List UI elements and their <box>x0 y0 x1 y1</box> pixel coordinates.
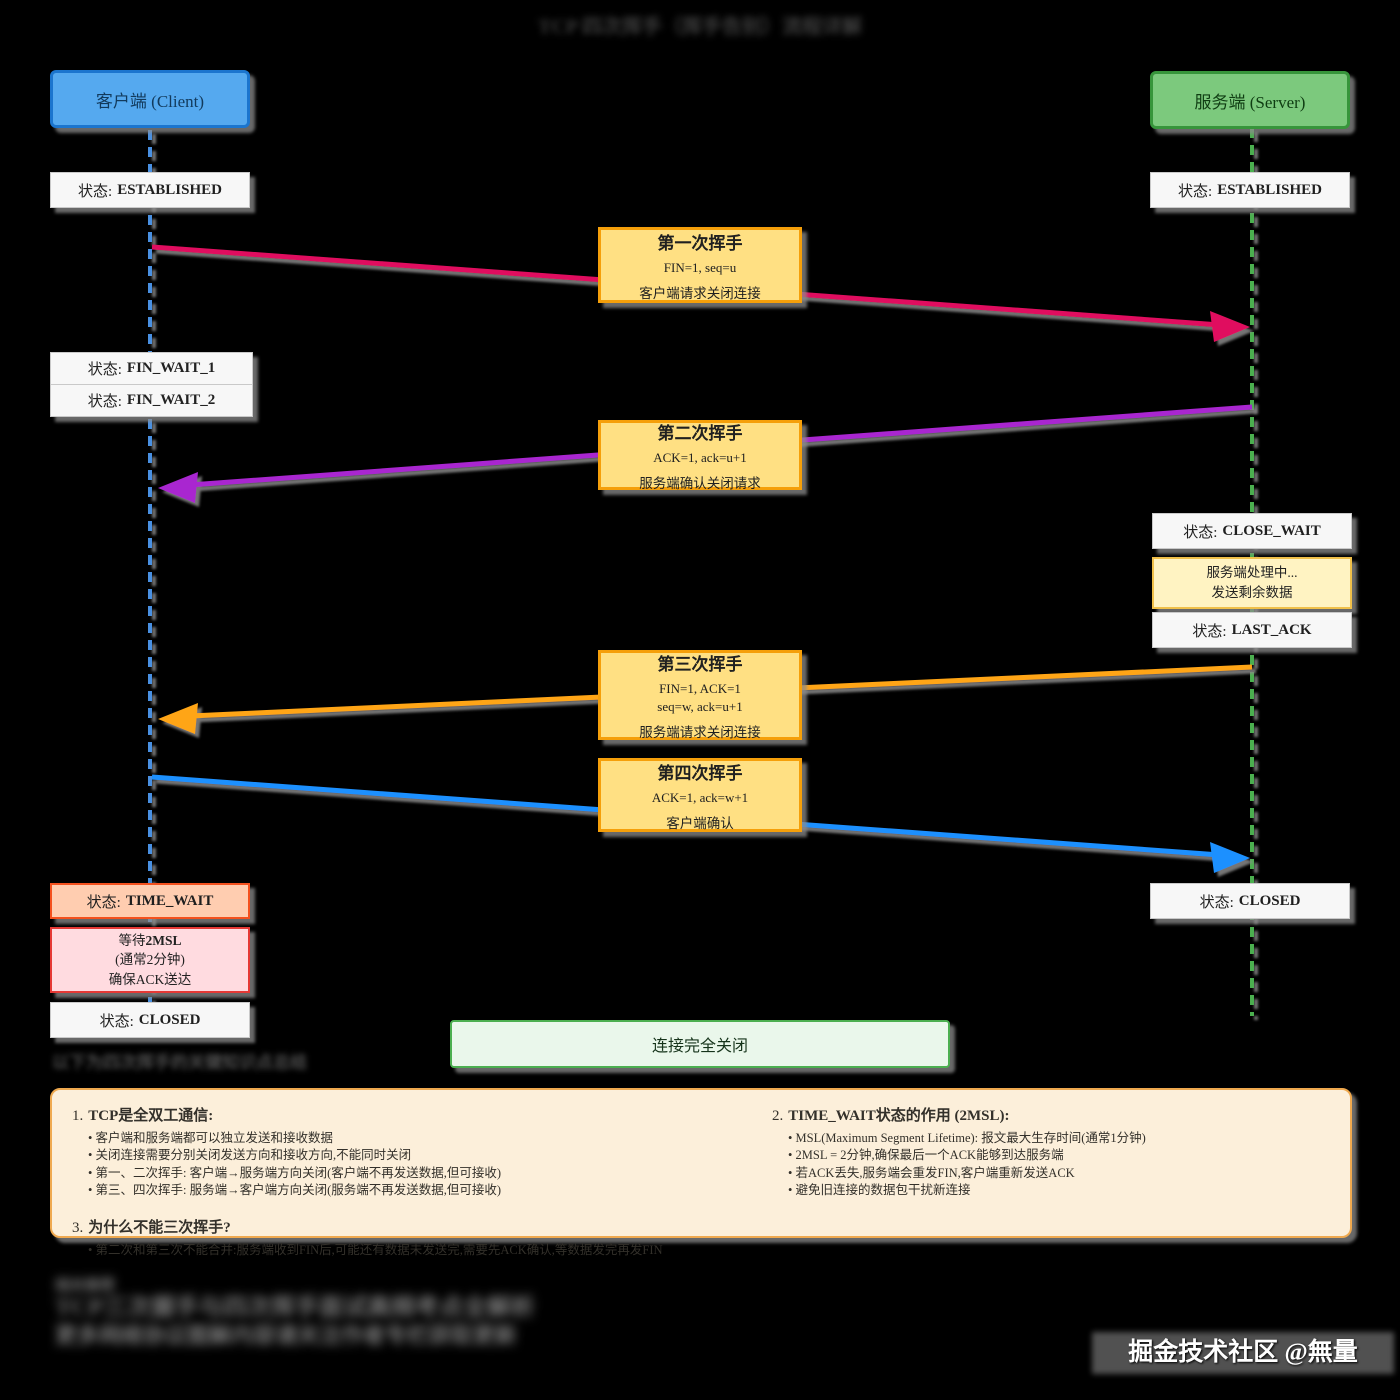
key-point-heading-1: 1.TCP是全双工通信: <box>72 1104 742 1125</box>
key-points-left-column: 1.TCP是全双工通信: 客户端和服务端都可以独立发送和接收数据 关闭连接需要分… <box>52 1090 752 1257</box>
message-box-fourth-wave: 第四次挥手 ACK=1, ack=w+1 客户端确认 <box>598 758 802 832</box>
msl-wait-note-box: 等待2MSL (通常2分钟) 确保ACK送达 <box>50 927 250 993</box>
watermark-backdrop <box>1092 1332 1394 1374</box>
processing-line-2: 发送剩余数据 <box>1211 585 1293 600</box>
msl-line-3: 确保ACK送达 <box>108 971 192 987</box>
arrow-fin2-head <box>158 703 198 734</box>
blurred-footer-line: 相关推荐 <box>55 1278 116 1294</box>
state-box-client-closed: 状态: CLOSED <box>50 1002 250 1038</box>
key-points-right-column: 2.TIME_WAIT状态的作用 (2MSL): MSL(Maximum Seg… <box>752 1090 1350 1236</box>
message-desc: 服务端确认关闭请求 <box>639 475 761 491</box>
state-box-client-established: 状态: ESTABLISHED <box>50 172 250 208</box>
key-point-bullet: 2MSL = 2分钟,确保最后一个ACK能够到达服务端 <box>788 1148 1340 1163</box>
state-box-close-wait: 状态: CLOSE_WAIT <box>1152 513 1352 549</box>
key-point-bullet: MSL(Maximum Segment Lifetime): 报文最大生存时间(… <box>788 1131 1340 1146</box>
key-point-bullet: 客户端和服务端都可以独立发送和接收数据 <box>88 1131 742 1146</box>
key-point-bullet: 避免旧连接的数据包干扰新连接 <box>788 1183 1340 1198</box>
server-actor-box: 服务端 (Server) <box>1150 71 1350 129</box>
client-actor-label: 客户端 (Client) <box>95 91 205 111</box>
key-point-bullet: 第三、四次挥手: 服务端→客户端方向关闭(服务端不再发送数据,但可接收) <box>88 1183 742 1198</box>
key-point-bullet: 若ACK丢失,服务端会重发FIN,客户端重新发送ACK <box>788 1166 1340 1181</box>
state-box-server-established: 状态: ESTABLISHED <box>1150 172 1350 208</box>
key-point-number: 1. <box>72 1108 84 1124</box>
state-value: ESTABLISHED <box>1217 181 1322 198</box>
state-value: CLOSED <box>1238 892 1301 909</box>
final-box-label: 连接完全关闭 <box>651 1038 748 1055</box>
state-prefix: 状态: <box>78 183 113 200</box>
message-title: 第四次挥手 <box>657 763 743 783</box>
state-prefix: 状态: <box>99 1013 134 1030</box>
key-point-bullet: 第二次和第三次不能合并:服务端收到FIN后,可能还有数据未发送完,需要先ACK确… <box>88 1243 742 1258</box>
server-actor-label: 服务端 (Server) <box>1194 92 1306 112</box>
key-point-title: 为什么不能三次挥手? <box>88 1220 231 1236</box>
key-point-bullet: 关闭连接需要分别关闭发送方向和接收方向,不能同时关闭 <box>88 1148 742 1163</box>
state-value: LAST_ACK <box>1231 621 1312 638</box>
key-point-heading-3: 3.为什么不能三次挥手? <box>72 1216 742 1237</box>
message-box-second-wave: 第二次挥手 ACK=1, ack=u+1 服务端确认关闭请求 <box>598 420 802 491</box>
blurred-footer-text: 相关推荐 TCP三次握手与四次挥手面试高频考点全解析 更多网络协议图解内容请关注… <box>55 1278 535 1348</box>
message-code: ACK=1, ack=u+1 <box>653 449 747 465</box>
state-value: FIN_WAIT_1 <box>126 360 216 376</box>
state-prefix: 状态: <box>86 894 121 911</box>
arrow-ack2-head <box>1210 842 1250 873</box>
message-desc: 客户端请求关闭连接 <box>639 285 761 301</box>
state-stack-fin-wait: 状态: FIN_WAIT_1 状态: FIN_WAIT_2 <box>50 352 253 417</box>
key-points-panel: 1.TCP是全双工通信: 客户端和服务端都可以独立发送和接收数据 关闭连接需要分… <box>50 1088 1352 1257</box>
message-title: 第二次挥手 <box>657 423 743 443</box>
arrow-fin1-head <box>1210 311 1250 342</box>
server-processing-note-box: 服务端处理中... 发送剩余数据 <box>1152 557 1352 609</box>
message-box-third-wave: 第三次挥手 FIN=1, ACK=1 seq=w, ack=u+1 服务端请求关… <box>598 650 802 740</box>
page-title: TCP 四次挥手（挥手告别）流程详解 <box>538 16 862 38</box>
state-value: ESTABLISHED <box>117 181 222 198</box>
msl-wait-label: 等待 <box>118 932 146 948</box>
watermark: 掘金技术社区 @無量 <box>1092 1332 1394 1374</box>
message-code: FIN=1, seq=u <box>663 259 737 275</box>
state-prefix: 状态: <box>1178 183 1213 200</box>
key-point-title: TIME_WAIT状态的作用 (2MSL): <box>788 1108 1010 1124</box>
key-point-number: 3. <box>72 1220 84 1236</box>
key-point-bullet: 第一、二次挥手: 客户端→服务端方向关闭(客户端不再发送数据,但可接收) <box>88 1166 742 1181</box>
key-point-title: TCP是全双工通信: <box>88 1108 214 1124</box>
state-prefix: 状态: <box>87 362 122 378</box>
message-title: 第三次挥手 <box>657 654 743 674</box>
state-box-last-ack: 状态: LAST_ACK <box>1152 612 1352 648</box>
key-point-heading-2: 2.TIME_WAIT状态的作用 (2MSL): <box>772 1104 1340 1125</box>
state-value: TIME_WAIT <box>125 892 214 909</box>
blurred-footer-line: TCP三次握手与四次挥手面试高频考点全解析 <box>55 1295 535 1322</box>
message-desc: 服务端请求关闭连接 <box>639 724 761 740</box>
state-value: FIN_WAIT_2 <box>126 391 216 408</box>
message-box-first-wave: 第一次挥手 FIN=1, seq=u 客户端请求关闭连接 <box>598 227 802 303</box>
key-point-number: 2. <box>772 1108 784 1124</box>
state-value: CLOSED <box>138 1011 201 1028</box>
state-box-fin-wait-2: 状态: FIN_WAIT_2 <box>50 383 253 417</box>
msl-line-2: (通常2分钟) <box>115 952 185 968</box>
state-value: CLOSE_WAIT <box>1222 522 1321 539</box>
client-actor-box: 客户端 (Client) <box>50 70 250 128</box>
processing-line-1: 服务端处理中... <box>1206 565 1298 581</box>
state-prefix: 状态: <box>1183 524 1218 541</box>
message-code: FIN=1, ACK=1 <box>659 680 741 696</box>
state-prefix: 状态: <box>87 393 122 410</box>
message-code: seq=w, ack=u+1 <box>657 698 743 714</box>
msl-line-1: 等待2MSL <box>118 931 181 951</box>
message-title: 第一次挥手 <box>657 233 743 253</box>
state-prefix: 状态: <box>1192 623 1227 640</box>
msl-wait-value: 2MSL <box>145 932 182 948</box>
message-code: ACK=1, ack=w+1 <box>651 789 749 805</box>
blurred-footer-line: 更多网络协议图解内容请关注作者专栏获取更新 <box>55 1322 518 1348</box>
state-box-fin-wait-1: 状态: FIN_WAIT_1 <box>50 352 253 385</box>
watermark-text: 掘金技术社区 @無量 <box>1128 1339 1358 1366</box>
state-prefix: 状态: <box>1199 894 1234 911</box>
message-desc: 客户端确认 <box>666 815 734 831</box>
state-box-time-wait: 状态: TIME_WAIT <box>50 883 250 919</box>
connection-fully-closed-box: 连接完全关闭 <box>450 1020 950 1068</box>
arrow-ack1-head <box>158 472 198 503</box>
state-box-server-closed: 状态: CLOSED <box>1150 883 1350 919</box>
blurred-caption-text: 以下为四次挥手的关键知识点总结 <box>52 1053 307 1072</box>
